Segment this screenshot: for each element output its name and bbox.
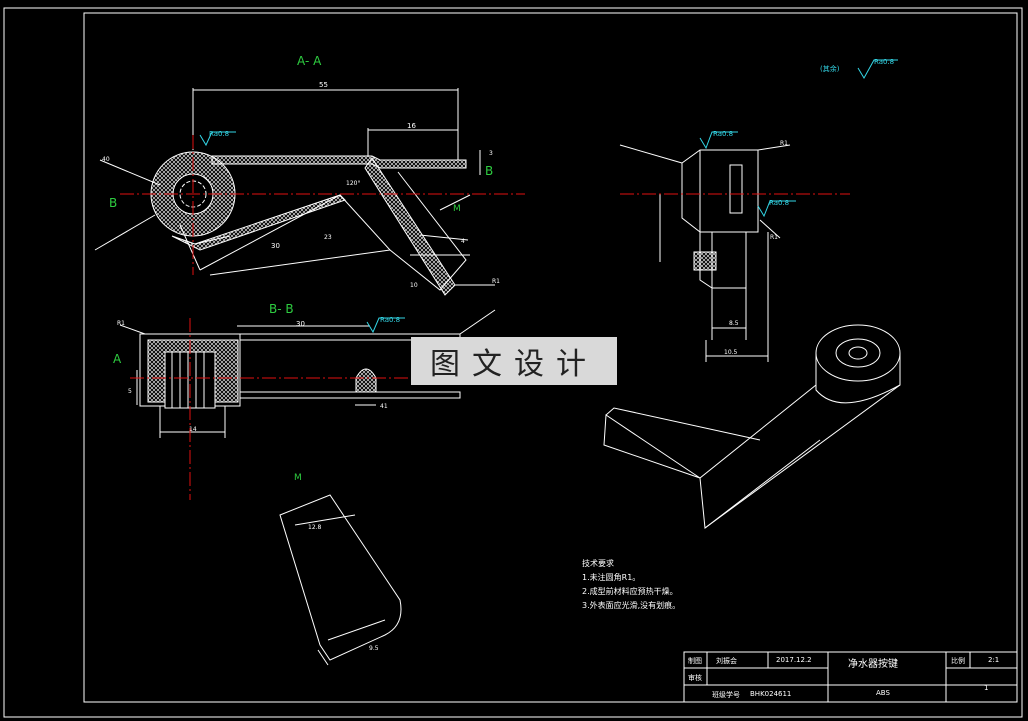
dim-3: 3 (489, 150, 493, 157)
tech-requirements: 技术要求 1.未注圆角R1。 2.成型前材料应预热干燥。 3.外表面应光滑,没有… (582, 557, 680, 613)
title-block-check-label: 审核 (688, 674, 702, 682)
dim-30-aa: 30 (271, 242, 280, 250)
roughness-aa-top: Ra0.8 (209, 130, 230, 138)
roughness-bb-top: Ra0.8 (380, 316, 401, 324)
dim-r1-side-bottom: R1 (770, 234, 778, 241)
title-block-drawn-label: 制图 (688, 657, 702, 665)
dim-16: 16 (407, 122, 416, 130)
title-block-student-label: 班级学号 (712, 691, 740, 699)
roughness-side-right: Ra0.8 (769, 199, 790, 207)
section-bb-label: B- B (269, 302, 294, 316)
title-block-drawn-name: 刘振会 (716, 657, 737, 665)
watermark: 图文设计 (411, 337, 617, 385)
dim-41: 41 (380, 403, 388, 410)
dim-30-bb: 30 (296, 320, 305, 328)
dim-14: 14 (189, 426, 197, 433)
dim-40: 40 (102, 156, 110, 163)
section-marker-b-right: B (485, 164, 494, 178)
title-block-grid (683, 651, 1018, 703)
dim-r1-side-top: R1 (780, 140, 788, 147)
dim-55: 55 (319, 81, 328, 89)
view-m (279, 494, 402, 666)
tech-requirements-title: 技术要求 (582, 559, 614, 568)
outer-border (3, 7, 1023, 718)
roughness-symbols (199, 59, 898, 334)
title-block-scale: 2:1 (988, 656, 1000, 664)
isometric-view (603, 324, 901, 529)
title-block-student-id: BHK024611 (750, 690, 792, 698)
section-marker-b-left: B (109, 196, 118, 210)
title-block-scale-label: 比例 (951, 657, 965, 665)
tech-requirement-item: 3.外表面应光滑,没有划痕。 (582, 601, 681, 610)
dim-9-5: 9.5 (369, 645, 379, 652)
dim-4: 4 (461, 238, 465, 245)
section-marker-a: A (113, 352, 122, 366)
side-view (619, 144, 791, 362)
view-marker-m: M (453, 204, 461, 214)
roughness-other-label: (其余) (820, 65, 840, 73)
title-block-part-name: 净水器按键 (848, 659, 898, 670)
roughness-side-top: Ra0.8 (713, 130, 734, 138)
tech-requirement-item: 2.成型前材料应预热干燥。 (582, 587, 678, 596)
dim-23: 23 (324, 234, 332, 241)
dim-10: 10 (410, 282, 418, 289)
section-aa-centerlines (120, 135, 525, 275)
dim-8-5: 8.5 (729, 320, 739, 327)
dim-120-deg: 120° (346, 180, 361, 187)
title-block-date: 2017.12.2 (776, 656, 812, 664)
dim-5: 5 (128, 388, 132, 395)
inner-border (83, 12, 1018, 703)
tech-requirement-item: 1.未注圆角R1。 (582, 573, 641, 582)
section-bb-view (119, 309, 496, 438)
dim-12-8: 12.8 (308, 524, 322, 531)
roughness-general-value: Ra0.8 (874, 58, 895, 66)
dim-r1-bb: R1 (117, 320, 125, 327)
title-block-sheet: 1 (984, 684, 989, 692)
dim-r1-aa: R1 (492, 278, 500, 285)
section-aa-label: A- A (297, 54, 322, 68)
dim-10-5: 10.5 (724, 349, 738, 356)
view-m-label: M (294, 473, 302, 483)
title-block-material: ABS (876, 689, 890, 697)
watermark-text: 图文设计 (430, 347, 598, 382)
section-aa-view (94, 88, 495, 296)
